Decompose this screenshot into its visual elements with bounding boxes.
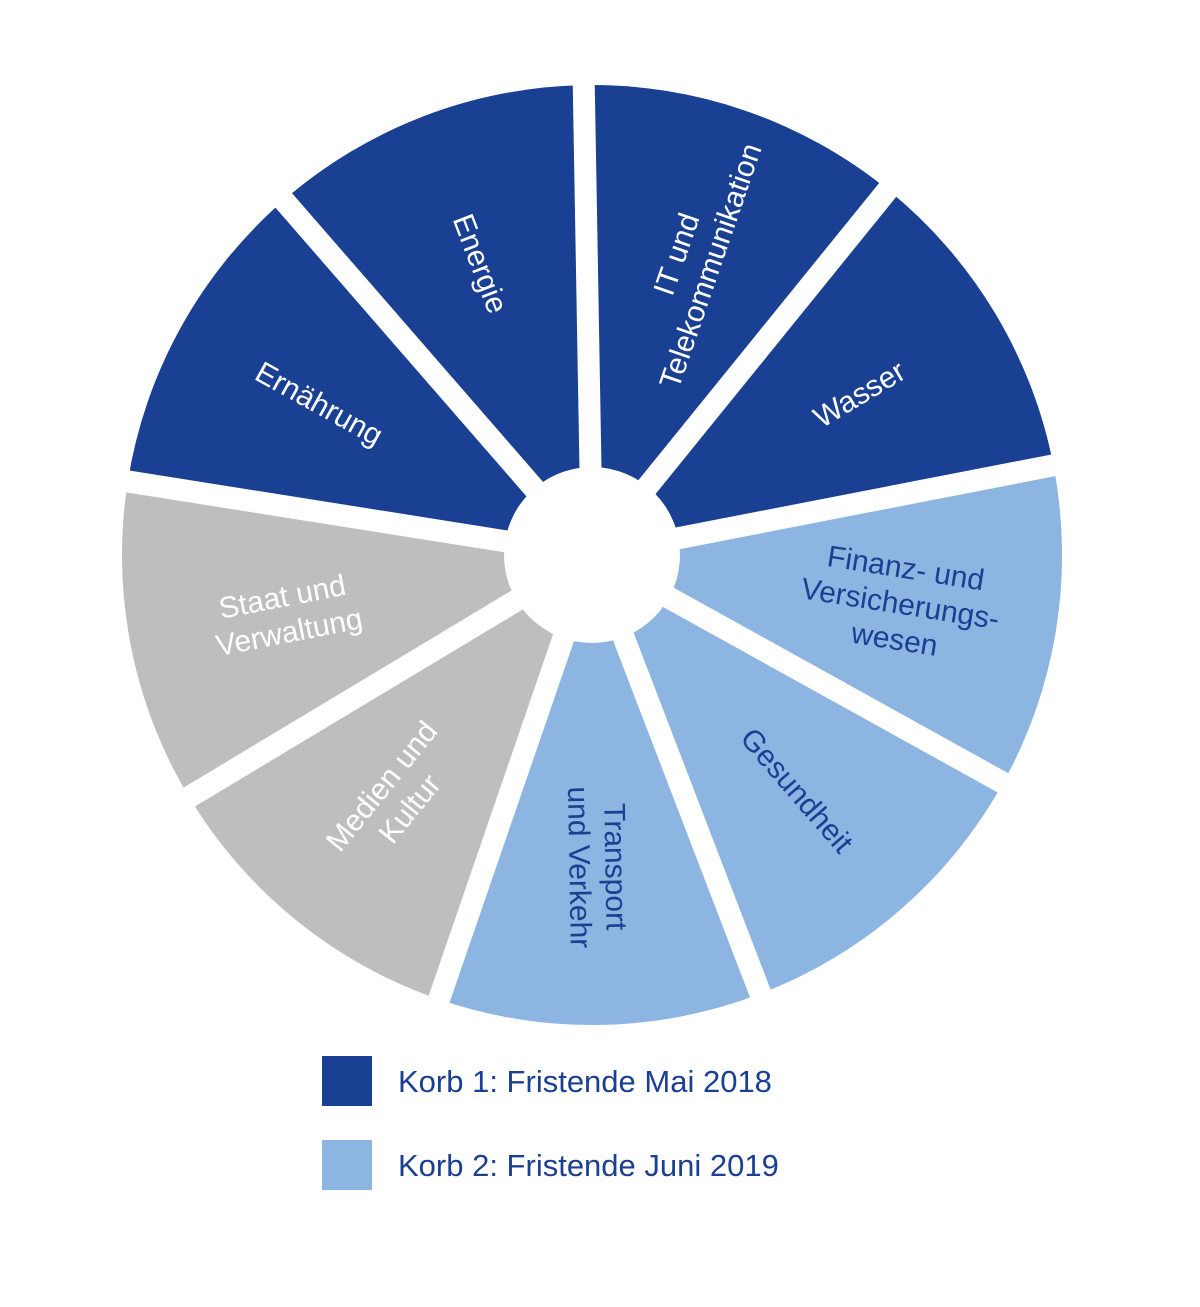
segment-label-line: Transport xyxy=(597,803,632,931)
legend-label-korb1: Korb 1: Fristende Mai 2018 xyxy=(398,1064,772,1099)
legend-swatch-korb2 xyxy=(322,1140,372,1190)
segment-label-line: und Verkehr xyxy=(561,786,597,948)
segment-it-telekommunikation xyxy=(583,85,888,556)
segment-transport-verkehr xyxy=(439,555,761,1026)
legend-swatch-korb1 xyxy=(322,1056,372,1106)
segment-finanz-versicherungswesen xyxy=(592,465,1063,783)
wheel-center xyxy=(504,467,680,643)
segment-label-transport-verkehr: Transportund Verkehr xyxy=(561,786,633,949)
segment-medien-kultur xyxy=(189,555,592,1000)
segment-energie xyxy=(283,85,592,555)
segment-wasser xyxy=(592,189,1054,555)
segment-ernaehrung xyxy=(127,200,593,556)
segment-staat-verwaltung xyxy=(122,481,592,798)
legend-label-korb2: Korb 2: Fristende Juni 2019 xyxy=(398,1148,779,1183)
segment-label-staat-verwaltung: Staat undVerwaltung xyxy=(206,567,365,663)
segment-gesundheit xyxy=(592,555,1004,994)
